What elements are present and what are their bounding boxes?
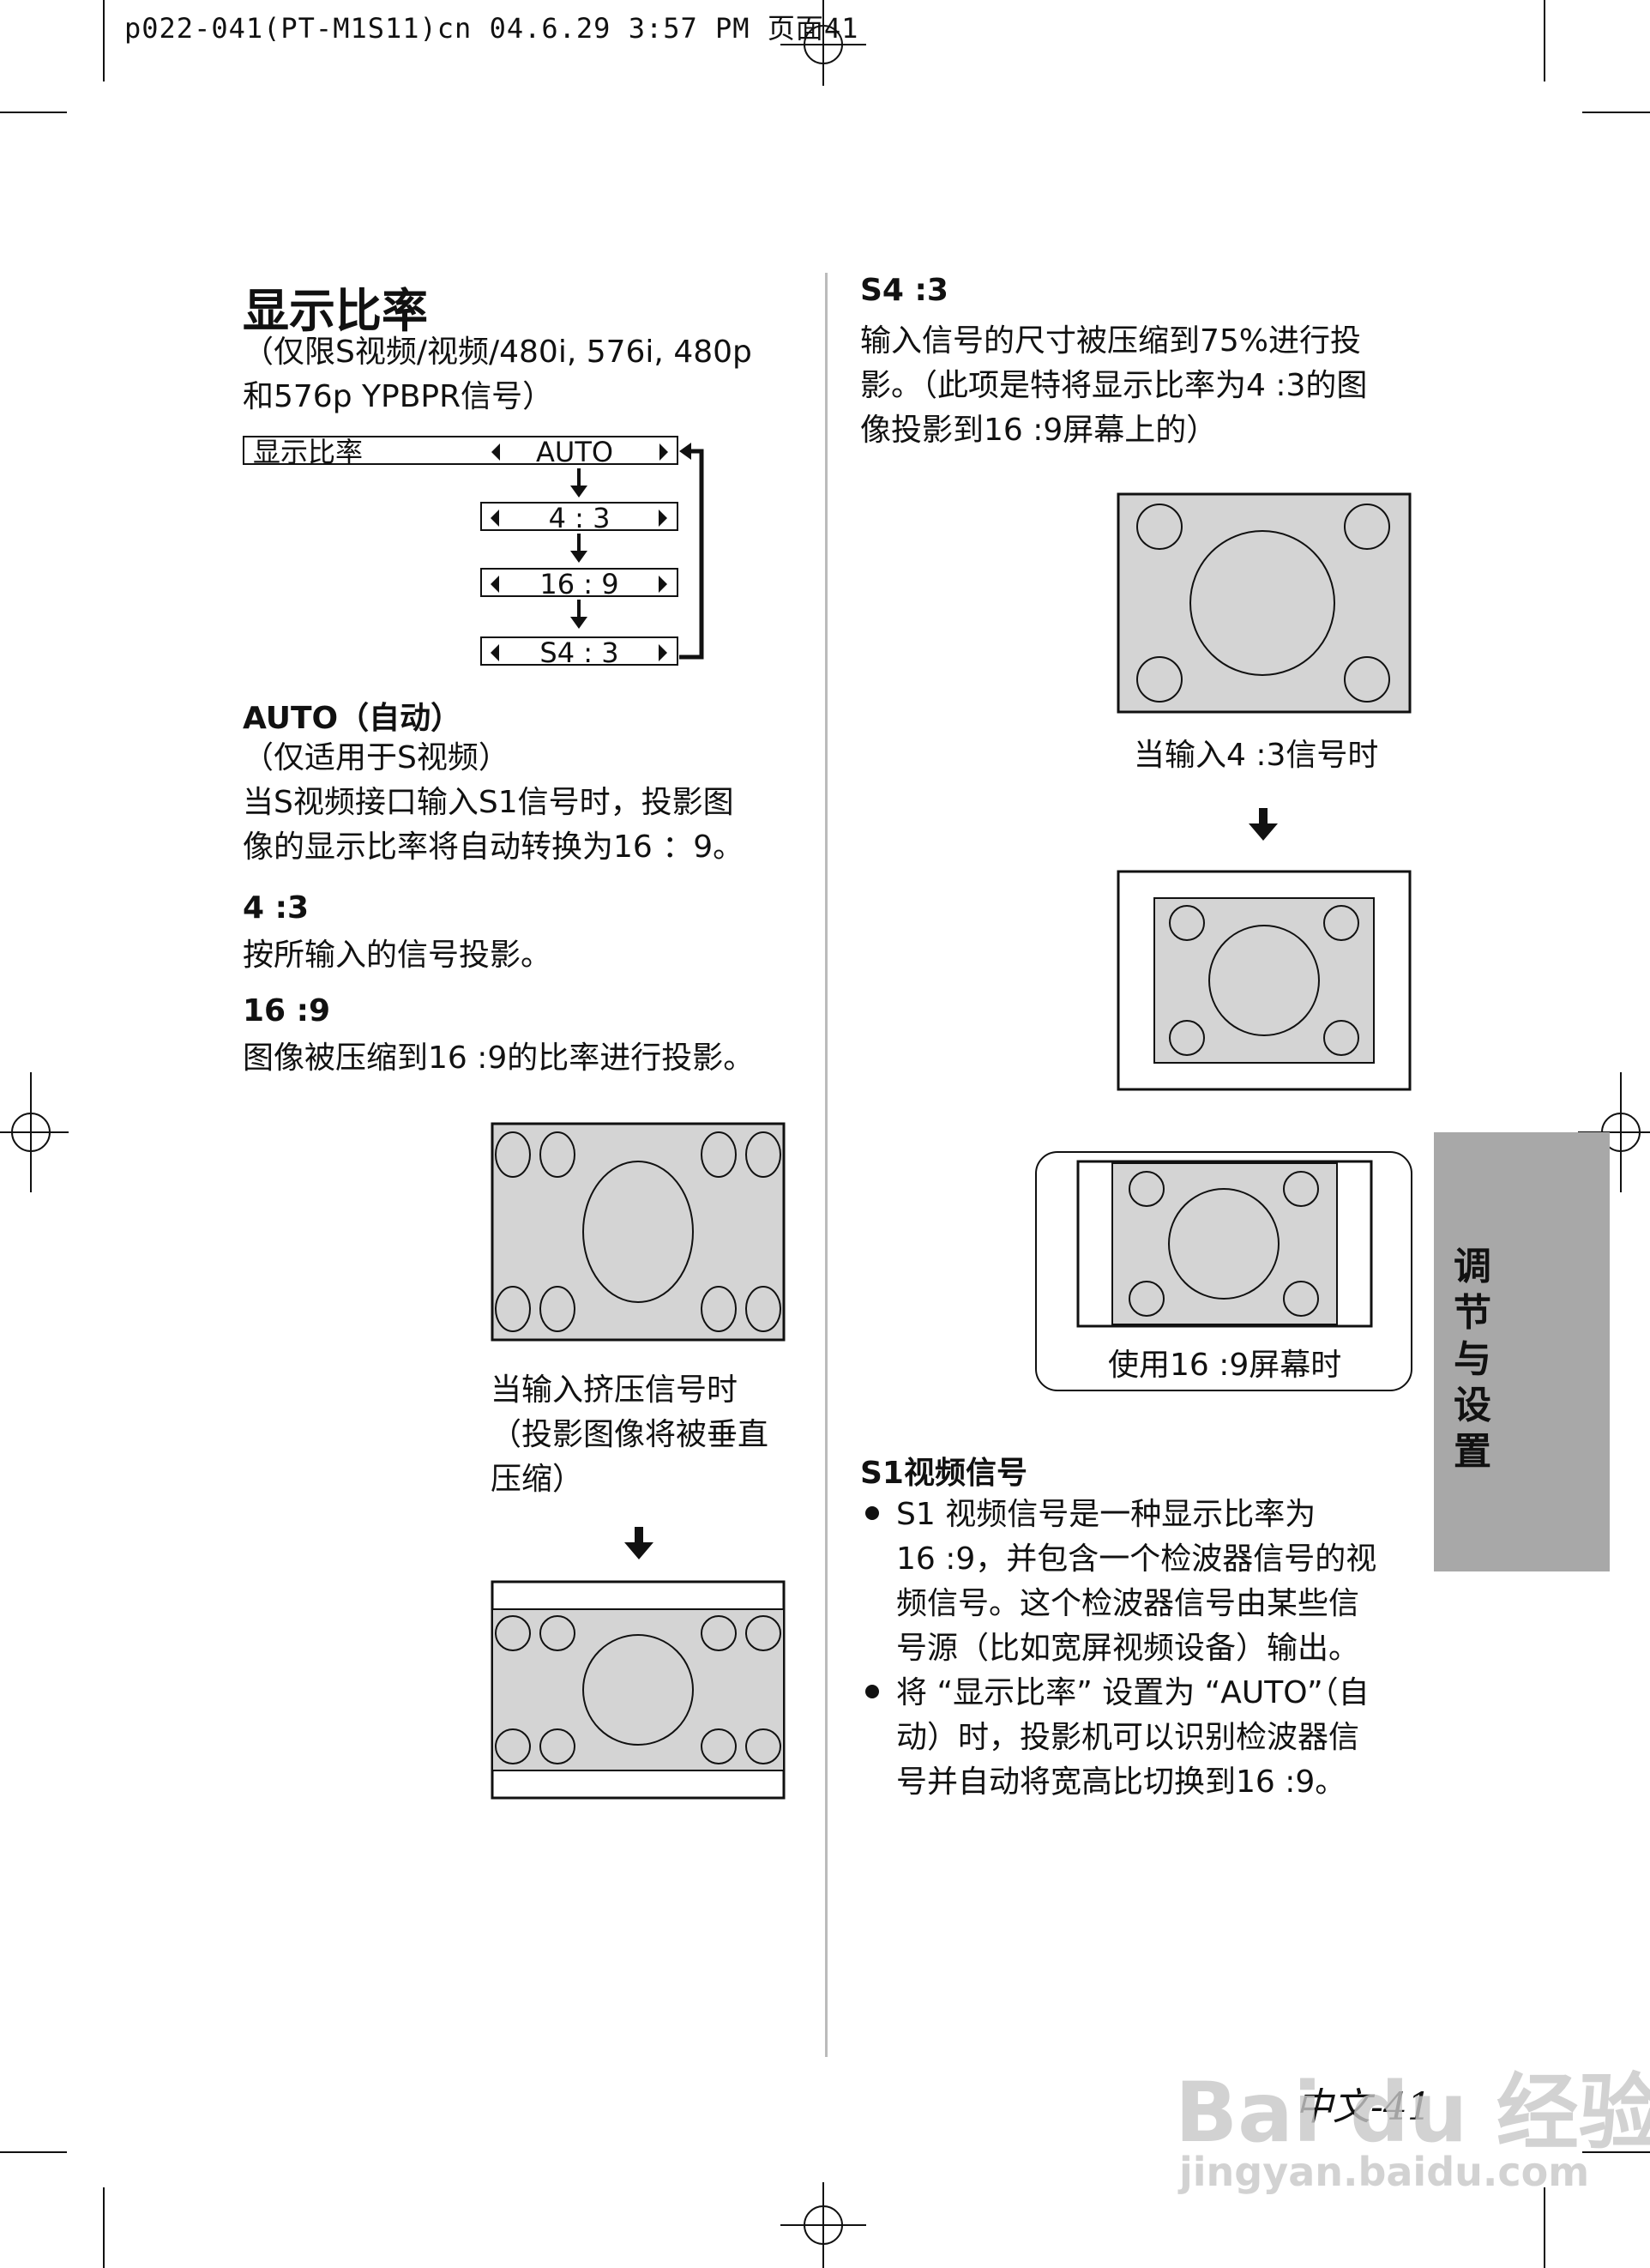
down-arrow-icon	[624, 1527, 653, 1559]
figure-squeezed-input	[491, 1122, 786, 1342]
down-arrow-icon	[570, 617, 587, 629]
section-heading-s43: S4 :3	[860, 273, 948, 308]
bullet-text: S1 视频信号是一种显示比率为	[896, 1497, 1316, 1532]
crop-mark	[0, 2151, 67, 2153]
s43-text: 像投影到16 :9屏幕上的）	[860, 413, 1218, 448]
registration-mark-left	[0, 1072, 69, 1192]
section-text: 按所输入的信号投影。	[243, 938, 552, 973]
crop-mark	[1544, 2187, 1545, 2268]
registration-mark-bottom	[780, 2182, 866, 2268]
section-text: 像的显示比率将自动转换为16 ：9。	[243, 829, 744, 865]
page-title: 显示比率	[243, 284, 428, 338]
side-tab	[1434, 1132, 1610, 1571]
crop-mark	[103, 2187, 105, 2268]
figure-43-input	[1117, 492, 1412, 714]
s43-text: 输入信号的尺寸被压缩到75%进行投	[860, 323, 1362, 359]
right-arrow-icon	[659, 644, 667, 661]
bullet-text: 号并自动将宽高比切换到16 :9。	[896, 1764, 1346, 1800]
loop-back-arrow-icon	[679, 443, 704, 660]
subtitle-line: 和576p YPBPR信号）	[243, 379, 554, 414]
subtitle-line: （仅限S视频/视频/480i, 576i, 480p	[243, 335, 752, 370]
flow-arrow-stem	[577, 600, 581, 618]
caption-squeeze: （投影图像将被垂直	[491, 1417, 769, 1452]
figure-43-output	[1117, 870, 1412, 1091]
flow-arrow-stem	[577, 468, 581, 487]
figure-169-screen	[1076, 1160, 1373, 1328]
crop-mark	[1582, 2151, 1650, 2153]
page-number: 中文-41	[1295, 2085, 1431, 2129]
figure-169-screen-frame	[1035, 1151, 1412, 1391]
caption-squeeze: 当输入挤压信号时	[491, 1372, 738, 1408]
section-text: 图像被压缩到16 :9的比率进行投影。	[243, 1041, 755, 1076]
caption-squeeze: 压缩）	[491, 1462, 584, 1497]
menu-label: 显示比率	[253, 436, 364, 468]
left-arrow-icon	[491, 644, 499, 661]
menu-row-169: 16 : 9	[480, 568, 678, 600]
crop-mark	[0, 112, 67, 113]
section-heading-43: 4 :3	[243, 890, 310, 926]
bullet-icon	[865, 1685, 879, 1698]
bullet-text: 16 :9，并包含一个检波器信号的视	[896, 1541, 1377, 1577]
menu-option-43: 4 : 3	[548, 502, 611, 534]
caption-43: 当输入4 :3信号时	[1134, 738, 1379, 773]
bullet-text: 动）时，投影机可以识别检波器信	[896, 1720, 1360, 1755]
menu-option-s43: S4 : 3	[539, 636, 619, 669]
print-header: p022-041(PT-M1S11)cn 04.6.29 3:57 PM 页面4…	[124, 12, 859, 45]
menu-row-label: 显示比率 AUTO	[243, 436, 678, 468]
right-arrow-icon	[659, 576, 667, 593]
crop-mark	[1544, 0, 1545, 81]
down-arrow-icon	[570, 551, 587, 563]
flow-arrow-stem	[577, 534, 581, 552]
column-divider	[825, 273, 828, 2057]
right-arrow-icon	[659, 510, 667, 527]
left-arrow-icon	[491, 576, 499, 593]
section-heading-169: 16 :9	[243, 993, 331, 1028]
figure-squeezed-output	[491, 1580, 786, 1800]
menu-row-s43: S4 : 3	[480, 636, 678, 669]
bullet-text: 号源（比如宽屏视频设备）输出。	[896, 1631, 1360, 1666]
menu-option-169: 16 : 9	[539, 568, 619, 600]
crop-mark	[103, 0, 105, 81]
crop-mark	[1582, 112, 1650, 113]
left-arrow-icon	[491, 510, 499, 527]
section-heading-s1: S1视频信号	[860, 1456, 1027, 1491]
registration-mark-top	[780, 0, 866, 86]
bullet-icon	[865, 1506, 879, 1520]
side-tab-label: 调节与设置	[1454, 1245, 1491, 1474]
right-arrow-icon	[659, 443, 668, 461]
s43-text: 影。（此项是特将显示比率为4 :3的图	[860, 368, 1368, 403]
watermark-url: jingyan.baidu.com	[1179, 2149, 1590, 2195]
bullet-text: 将 “显示比率” 设置为 “AUTO”（自	[896, 1675, 1370, 1710]
watermark-brand: Bai du 经验	[1175, 2065, 1650, 2161]
section-text: （仅适用于S视频）	[243, 740, 509, 775]
down-arrow-icon	[570, 486, 587, 498]
menu-row-43: 4 : 3	[480, 502, 678, 534]
left-arrow-icon	[491, 443, 500, 461]
bullet-text: 频信号。这个检波器信号由某些信	[896, 1586, 1360, 1621]
section-text: 当S视频接口输入S1信号时，投影图	[243, 785, 734, 820]
down-arrow-icon	[1249, 808, 1278, 841]
section-heading-auto: AUTO（自动）	[243, 701, 462, 736]
caption-169-screen: 使用16 :9屏幕时	[1108, 1348, 1342, 1383]
menu-option-auto: AUTO	[536, 436, 614, 468]
